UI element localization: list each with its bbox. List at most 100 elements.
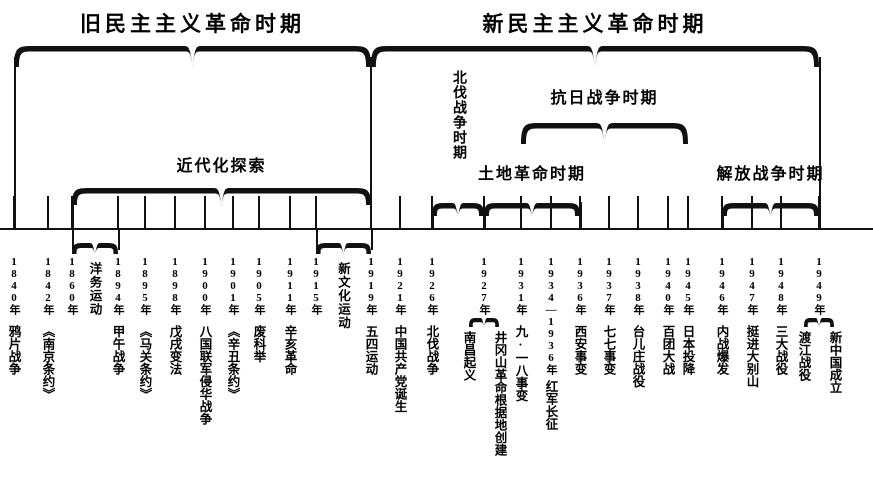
split-brace xyxy=(469,318,499,327)
event-label: 内战爆发 xyxy=(714,325,729,375)
brace-liberation-war xyxy=(722,203,819,216)
event-label: 三大战役 xyxy=(773,325,788,375)
year-label: 1898年 xyxy=(169,256,181,315)
under-brace-leg-right-xinwenhua xyxy=(371,228,373,250)
brace-leg-1919 xyxy=(370,57,372,228)
year-label: 1921年 xyxy=(394,256,406,315)
brace-leg-1949 xyxy=(819,57,821,228)
axis-tick xyxy=(258,196,260,228)
event-label: 九·一八事变 xyxy=(513,325,528,402)
year-label: 1940年 xyxy=(662,256,674,315)
axis-tick xyxy=(71,196,73,228)
year-label: 1894年 xyxy=(112,256,124,315)
period-title-anti-japanese-war: 抗日战争时期 xyxy=(550,90,659,107)
event-label: 中国共产党诞生 xyxy=(392,325,407,413)
brace-new-democratic xyxy=(371,46,819,67)
timeline-axis xyxy=(0,228,873,230)
period-title-liberation-war: 解放战争时期 xyxy=(716,166,825,183)
year-label: 1946年 xyxy=(716,256,728,315)
axis-tick xyxy=(232,196,234,228)
brace-northern-expedition xyxy=(432,203,484,216)
axis-tick xyxy=(204,196,206,228)
axis-tick xyxy=(47,196,49,228)
event-label: 《辛丑条约》 xyxy=(225,325,240,400)
event-label: 井冈山革命根据地创建 xyxy=(492,331,507,456)
event-label: 百团大战 xyxy=(660,325,675,375)
event-label: 新中国成立 xyxy=(827,331,842,394)
event-label: 北伐战争 xyxy=(424,325,439,375)
brace-old-democratic xyxy=(14,46,371,67)
axis-tick xyxy=(550,196,552,228)
year-label: 1931年 xyxy=(515,256,527,315)
axis-tick xyxy=(370,196,372,228)
year-label: 1842年 xyxy=(42,256,54,315)
axis-tick xyxy=(315,196,317,228)
period-title-old-democratic: 旧民主主义革命时期 xyxy=(80,12,305,36)
under-brace-label-yangwu: 洋务运动 xyxy=(87,262,102,316)
under-brace-leg-left-xinwenhua xyxy=(316,228,318,250)
event-label: 七七事变 xyxy=(601,325,616,375)
under-brace-leg-right-yangwu xyxy=(118,228,120,250)
year-label: 1895年 xyxy=(139,256,151,315)
event-label: 五四运动 xyxy=(363,325,378,375)
axis-tick xyxy=(780,196,782,228)
year-label: 1911年 xyxy=(284,256,296,315)
event-label: 戊戌变法 xyxy=(167,325,182,375)
event-label: 废科举 xyxy=(251,325,266,363)
year-label: 1934—1936年 xyxy=(545,256,557,375)
year-label: 1938年 xyxy=(632,256,644,315)
event-label: 辛亥革命 xyxy=(282,325,297,375)
event-label: 八国联军侵华战争 xyxy=(197,325,212,425)
event-label: 西安事变 xyxy=(572,325,587,375)
period-title-new-democratic: 新民主主义革命时期 xyxy=(482,12,708,36)
year-label: 1915年 xyxy=(310,256,322,315)
axis-tick xyxy=(818,196,820,228)
event-label: 《马关条约》 xyxy=(137,325,152,400)
axis-tick xyxy=(687,196,689,228)
event-label: 日本投降 xyxy=(680,325,695,375)
year-label: 1900年 xyxy=(199,256,211,315)
axis-tick xyxy=(667,196,669,228)
brace-modernization xyxy=(72,188,371,205)
axis-tick xyxy=(751,196,753,228)
event-label: 台儿庄战役 xyxy=(630,325,645,388)
axis-tick xyxy=(13,196,15,228)
under-brace-leg-left-yangwu xyxy=(72,228,74,250)
axis-tick xyxy=(520,196,522,228)
year-label: 1937年 xyxy=(603,256,615,315)
year-label: 1927年 xyxy=(478,256,490,315)
year-label: 1948年 xyxy=(775,256,787,315)
event-label: 红军长征 xyxy=(543,380,558,430)
axis-tick xyxy=(579,196,581,228)
event-label: 挺进大别山 xyxy=(744,325,759,388)
year-label: 1919年 xyxy=(365,256,377,315)
brace-anti-japanese-war xyxy=(521,123,688,144)
brace-agrarian-revolution xyxy=(484,203,580,216)
year-label: 1947年 xyxy=(746,256,758,315)
period-title-modernization: 近代化探索 xyxy=(176,158,267,175)
period-title-agrarian-revolution: 土地革命时期 xyxy=(477,166,587,183)
event-label: 南昌起义 xyxy=(461,331,476,381)
split-brace xyxy=(804,318,834,327)
axis-tick xyxy=(399,196,401,228)
year-label: 1905年 xyxy=(253,256,265,315)
under-brace-xinwenhua xyxy=(316,243,371,254)
brace-leg-1840 xyxy=(14,57,16,228)
axis-tick xyxy=(117,196,119,228)
year-label: 1945年 xyxy=(682,256,694,315)
year-label: 1949年 xyxy=(813,256,825,315)
axis-tick xyxy=(289,196,291,228)
year-label: 1901年 xyxy=(227,256,239,315)
under-brace-yangwu xyxy=(72,243,118,254)
period-title-northern-expedition: 北伐战争时期 xyxy=(451,70,466,160)
year-label: 1926年 xyxy=(426,256,438,315)
year-label: 1936年 xyxy=(574,256,586,315)
axis-tick xyxy=(721,196,723,228)
axis-tick xyxy=(174,196,176,228)
year-label: 1840年 xyxy=(8,256,20,315)
event-label: 鸦片战争 xyxy=(6,325,21,375)
axis-tick xyxy=(637,196,639,228)
under-brace-label-xinwenhua: 新文化运动 xyxy=(336,262,350,330)
event-label: 《南京条约》 xyxy=(40,325,55,400)
